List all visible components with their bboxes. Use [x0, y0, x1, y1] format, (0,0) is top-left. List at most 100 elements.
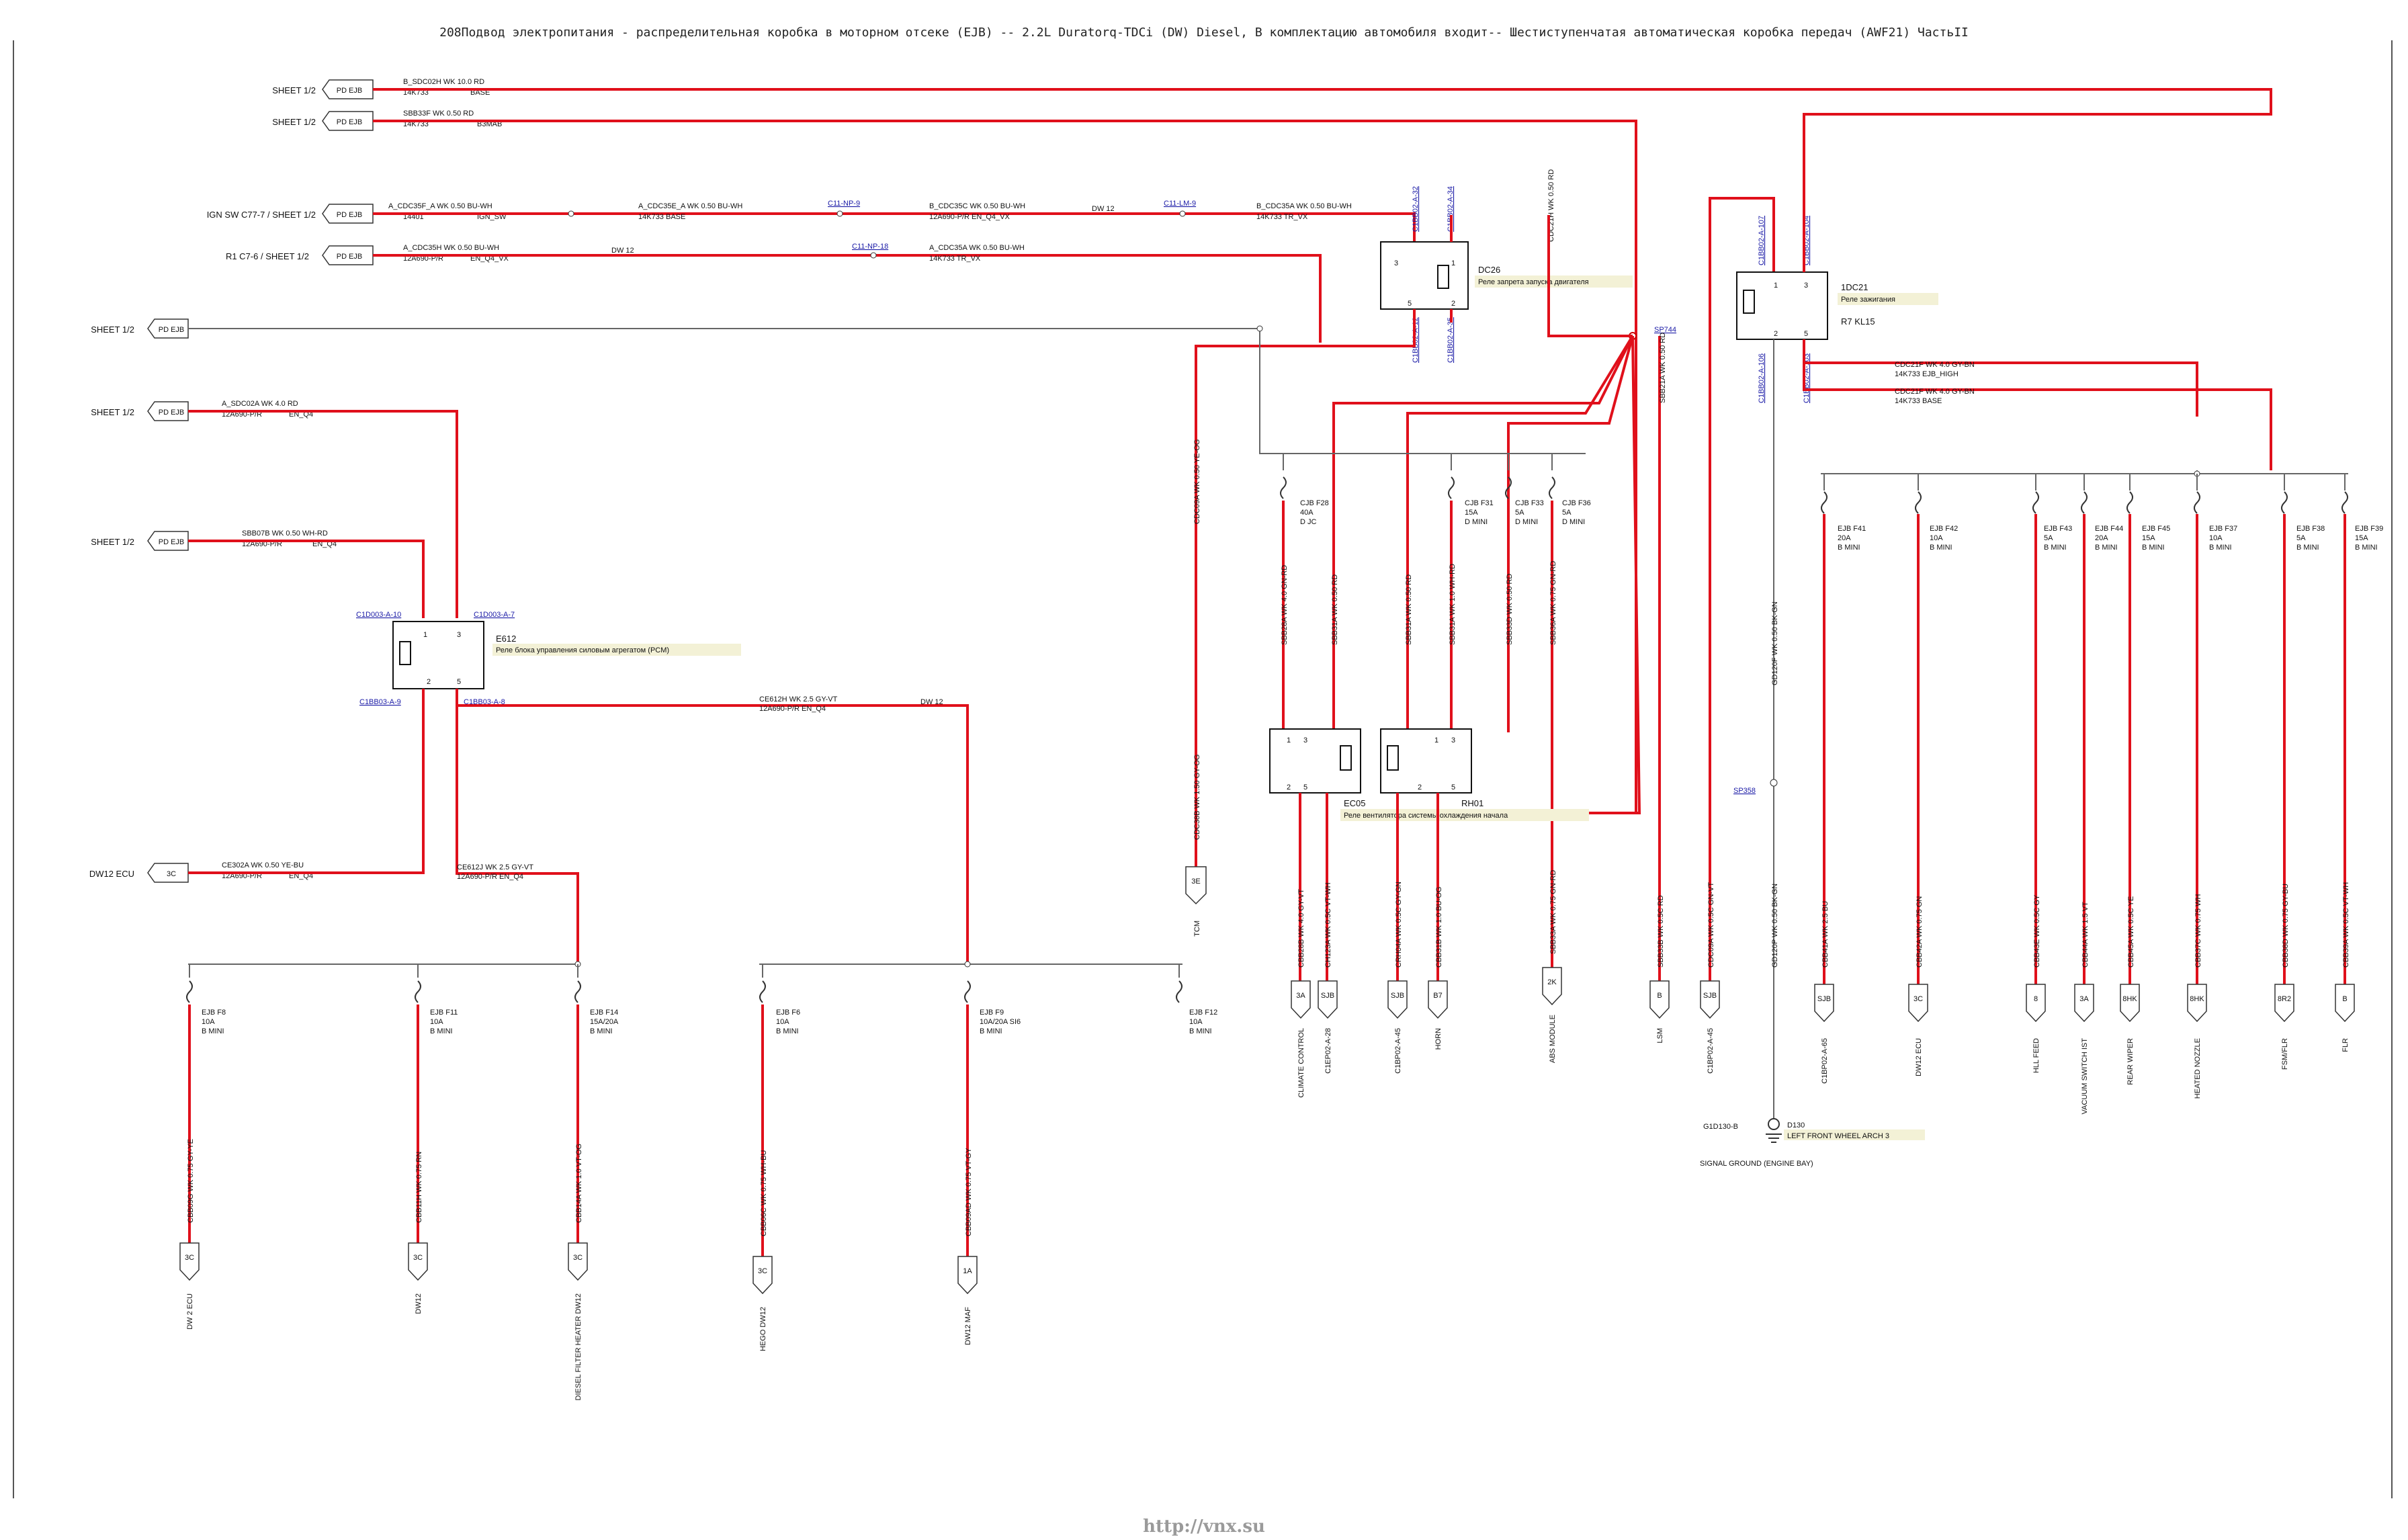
source-label: SHEET 1/2: [91, 537, 134, 547]
svg-text:SBB33A WK 0.75 GN-RD: SBB33A WK 0.75 GN-RD: [1549, 870, 1557, 954]
ejb-fuse-f37: EJB F37 10A B MINI 8HK HEATED NOZZLE CBB…: [2187, 474, 2237, 1099]
source-tag: [322, 111, 374, 131]
svg-text:3A: 3A: [2079, 995, 2089, 1003]
svg-text:1: 1: [1434, 736, 1438, 744]
svg-text:8HK: 8HK: [2190, 995, 2204, 1003]
svg-text:5A: 5A: [1562, 509, 1572, 517]
svg-text:CBB44A WK 1.5 VT: CBB44A WK 1.5 VT: [2081, 902, 2090, 968]
svg-text:SBB28A WK 4.0 GN-RD: SBB28A WK 4.0 GN-RD: [1281, 565, 1289, 645]
svg-text:3C: 3C: [185, 1254, 194, 1262]
svg-text:CDC09A WK 0.5C GN-VT: CDC09A WK 0.5C GN-VT: [1707, 882, 1715, 968]
ejb-fuse-f9: EJB F9 10A/20A SI6 B MINI 1A DW12 MAF CB…: [957, 980, 1021, 1345]
svg-text:CBB41A WK 2.5 BU: CBB41A WK 2.5 BU: [1821, 901, 1830, 968]
svg-text:LEFT FRONT WHEEL ARCH 3: LEFT FRONT WHEEL ARCH 3: [1787, 1132, 1889, 1140]
svg-text:A_CDC35A WK 0.50 BU-WH: A_CDC35A WK 0.50 BU-WH: [929, 244, 1025, 252]
svg-text:B MINI: B MINI: [2355, 544, 2378, 552]
tcm-terminal: 3E TCM: [1185, 866, 1207, 937]
wire-label: CE302A WK 0.50 YE-BU: [222, 861, 304, 869]
svg-text:B MINI: B MINI: [2044, 544, 2067, 552]
svg-text:CBB39A WK 0.5C VT-WH: CBB39A WK 0.5C VT-WH: [2342, 882, 2350, 968]
svg-text:C1BP02-A-45: C1BP02-A-45: [1394, 1028, 1402, 1074]
svg-text:B MINI: B MINI: [2209, 544, 2232, 552]
source-tag-text: PD EJB: [337, 253, 363, 261]
svg-text:SBB31A WK 0.50 RD: SBB31A WK 0.50 RD: [1405, 574, 1413, 645]
svg-text:SBB21A WK 0.50 RD: SBB21A WK 0.50 RD: [1659, 333, 1667, 403]
source-tag: [322, 204, 374, 224]
svg-text:B MINI: B MINI: [430, 1027, 453, 1035]
svg-text:B_CDC35A WK 0.50 BU-WH: B_CDC35A WK 0.50 BU-WH: [1256, 202, 1352, 210]
svg-text:DW12: DW12: [415, 1293, 423, 1314]
svg-text:EJB F44: EJB F44: [2095, 525, 2123, 533]
svg-text:CRH04A WK 0.5C GY-GN: CRH04A WK 0.5C GY-GN: [1395, 882, 1403, 968]
svg-text:15A/20A: 15A/20A: [590, 1018, 619, 1026]
svg-text:3: 3: [1451, 736, 1455, 744]
svg-text:EJB F42: EJB F42: [1930, 525, 1958, 533]
svg-text:SBB36A WK 0.75 GN-RD: SBB36A WK 0.75 GN-RD: [1549, 561, 1557, 645]
svg-text:DW 2 ECU: DW 2 ECU: [186, 1293, 194, 1330]
svg-text:CBB42A WK 0.75 GN: CBB42A WK 0.75 GN: [1916, 896, 1924, 968]
svg-text:HEATED NOZZLE: HEATED NOZZLE: [2194, 1038, 2202, 1099]
svg-text:B: B: [2342, 995, 2347, 1003]
footer-link[interactable]: http://vnx.su: [1143, 1516, 1265, 1537]
svg-text:Реле вентилятора системы охлаж: Реле вентилятора системы охлаждения нача…: [1344, 812, 1508, 820]
svg-text:EJB F11: EJB F11: [430, 1009, 458, 1017]
svg-text:D JC: D JC: [1300, 518, 1317, 526]
svg-text:C1D003-A-10: C1D003-A-10: [356, 611, 401, 619]
svg-text:CBB45A WK 0.5C YE: CBB45A WK 0.5C YE: [2127, 896, 2135, 968]
svg-text:LSM: LSM: [1656, 1028, 1664, 1043]
svg-text:5A: 5A: [2296, 534, 2306, 542]
svg-text:Реле зажигания: Реле зажигания: [1841, 296, 1895, 304]
svg-text:E612: E612: [496, 634, 516, 644]
cjb-fuse-f33: CJB F33 5A D MINI SBB33D WK 0.50 RD: [1505, 476, 1544, 645]
relay-dc26: 3 1 5 2 DC26 Реле запрета запуска двигат…: [1195, 169, 1633, 867]
svg-text:2: 2: [1418, 783, 1422, 792]
svg-text:CBB11H WK 0.75 RN: CBB11H WK 0.75 RN: [415, 1152, 423, 1223]
svg-text:TCM: TCM: [1193, 921, 1201, 937]
wire-label: B_SDC02H WK 10.0 RD: [403, 78, 484, 86]
svg-text:CBB37C WK 0.75 WH: CBB37C WK 0.75 WH: [2194, 894, 2202, 968]
relay-1dc21: 1 3 2 5 1DC21 Реле зажигания R7 KL15 C1B…: [1709, 89, 2272, 591]
svg-text:EJB F37: EJB F37: [2209, 525, 2237, 533]
svg-text:B_CDC35C WK 0.50 BU-WH: B_CDC35C WK 0.50 BU-WH: [929, 202, 1025, 210]
source-tag-text: PD EJB: [159, 538, 185, 546]
svg-text:D130: D130: [1787, 1121, 1805, 1129]
svg-text:8: 8: [2034, 995, 2038, 1003]
svg-text:SJB: SJB: [1391, 992, 1404, 1000]
svg-text:EJB F43: EJB F43: [2044, 525, 2072, 533]
svg-text:3A: 3A: [1296, 992, 1305, 1000]
svg-text:5: 5: [1451, 783, 1455, 792]
ejb-fuse-f44: EJB F44 20A B MINI 3A VACUUM SWITCH IST …: [2074, 474, 2123, 1114]
svg-text:12A690-P/R EN_Q4: 12A690-P/R EN_Q4: [457, 873, 523, 881]
svg-text:C1BP02-A-65: C1BP02-A-65: [1821, 1038, 1829, 1084]
ejb-fuse-f45: EJB F45 15A B MINI 8HK REAR WIPER CBB45A…: [2120, 474, 2170, 1085]
ejb-fuse-f12: EJB F12 10A B MINI: [1176, 964, 1217, 1035]
wire-label: A_SDC02A WK 4.0 RD: [222, 400, 298, 408]
svg-text:2: 2: [1774, 330, 1778, 338]
svg-text:ABS MODULE: ABS MODULE: [1549, 1015, 1557, 1063]
svg-text:CBB43E WK 0.5C GY: CBB43E WK 0.5C GY: [2033, 894, 2041, 968]
source-tag-text: PD EJB: [337, 118, 363, 126]
svg-text:10A: 10A: [1189, 1018, 1203, 1026]
svg-text:HLL FEED: HLL FEED: [2032, 1038, 2040, 1073]
svg-text:2: 2: [427, 678, 431, 686]
svg-text:3C: 3C: [1914, 995, 1923, 1003]
svg-text:DW 12: DW 12: [920, 698, 943, 706]
svg-text:1DC21: 1DC21: [1841, 282, 1868, 292]
ejb-fuse-f39: EJB F39 15A B MINI B FLR CBB39A WK 0.5C …: [2335, 474, 2383, 1052]
svg-text:RH01: RH01: [1461, 798, 1484, 808]
svg-text:GD120P WK 0.50 BK-GN: GD120P WK 0.50 BK-GN: [1771, 884, 1779, 968]
svg-text:A_CDC35E_A WK 0.50 BU-WH: A_CDC35E_A WK 0.50 BU-WH: [638, 202, 742, 210]
svg-text:SBB31A WK 0.50 RD: SBB31A WK 0.50 RD: [1331, 574, 1339, 645]
svg-text:CE612J WK 2.5 GY-VT: CE612J WK 2.5 GY-VT: [457, 863, 533, 871]
svg-text:B MINI: B MINI: [1930, 544, 1952, 552]
svg-text:C1BB02-A-106: C1BB02-A-106: [1758, 353, 1766, 403]
svg-text:DW 12: DW 12: [1092, 205, 1115, 213]
svg-text:1: 1: [423, 631, 427, 639]
svg-text:EJB F38: EJB F38: [2296, 525, 2325, 533]
svg-text:EJB F8: EJB F8: [202, 1009, 226, 1017]
svg-text:5: 5: [1804, 330, 1808, 338]
source-label: IGN SW C77-7 / SHEET 1/2: [207, 210, 316, 220]
svg-text:SBB33D WK 0.50 RD: SBB33D WK 0.50 RD: [1506, 574, 1514, 645]
source-5: SHEET 1/2 PD EJB: [91, 318, 189, 339]
svg-text:CBB38D WK 0.75 GY-BU: CBB38D WK 0.75 GY-BU: [2282, 884, 2290, 968]
